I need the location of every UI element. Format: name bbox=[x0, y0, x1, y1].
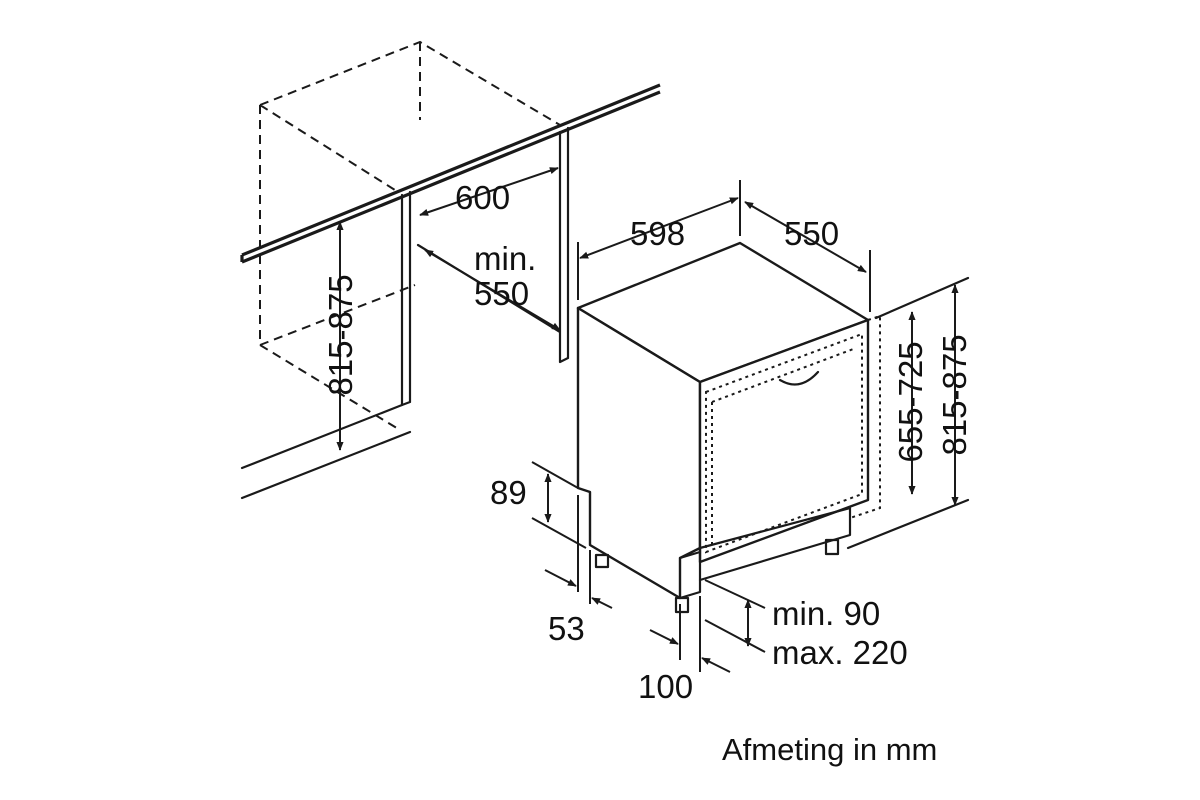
dimension-labels: 600 min. 550 815-875 598 550 655-725 815… bbox=[322, 179, 973, 705]
foot-front-right bbox=[824, 538, 840, 556]
label-niche-depth-line2: 550 bbox=[474, 275, 529, 312]
label-plinth-height: 89 bbox=[490, 474, 527, 511]
dim-line-53-a bbox=[544, 569, 577, 587]
niche-floor-lines bbox=[240, 403, 412, 500]
label-plinth-gap-max: max. 220 bbox=[772, 634, 908, 671]
dim-line-53-b bbox=[591, 597, 613, 609]
niche-left-panel bbox=[400, 190, 412, 407]
label-niche-height: 815-875 bbox=[322, 274, 359, 395]
label-appliance-height: 815-875 bbox=[936, 334, 973, 455]
label-appliance-depth: 550 bbox=[784, 215, 839, 252]
dim-line-100-a bbox=[649, 629, 679, 645]
plinth-front bbox=[678, 550, 702, 600]
ext-90-bottom bbox=[704, 619, 766, 653]
dim-line-600 bbox=[419, 167, 559, 216]
dishwasher bbox=[576, 241, 970, 614]
dimension-lines bbox=[336, 167, 959, 673]
ext-89-top bbox=[531, 461, 579, 489]
dim-line-550 bbox=[744, 201, 867, 273]
label-door-height: 655-725 bbox=[892, 341, 929, 462]
label-plinth-depth: 53 bbox=[548, 610, 585, 647]
kitchen-niche bbox=[240, 40, 661, 500]
dishwasher-door bbox=[698, 318, 870, 564]
door-handle-icon bbox=[778, 370, 820, 386]
countertop bbox=[240, 83, 661, 264]
label-appliance-width: 598 bbox=[630, 215, 685, 252]
dishwasher-plinth bbox=[698, 506, 852, 582]
caption-units: Afmeting in mm bbox=[722, 732, 937, 767]
label-niche-width: 600 bbox=[455, 179, 510, 216]
foot-rear-left bbox=[594, 553, 610, 569]
label-plinth-setback: 100 bbox=[638, 668, 693, 705]
label-niche-depth-line1: min. bbox=[474, 240, 536, 277]
niche-right-panel bbox=[416, 126, 570, 364]
dim-line-598 bbox=[579, 197, 739, 259]
label-plinth-gap-min: min. 90 bbox=[772, 595, 880, 632]
ext-90-top bbox=[704, 579, 766, 609]
dim-line-100-b bbox=[701, 657, 731, 673]
door-frame-dotted bbox=[705, 332, 863, 554]
foot-front-left bbox=[674, 596, 690, 614]
dim-line-min-550 bbox=[424, 249, 561, 331]
